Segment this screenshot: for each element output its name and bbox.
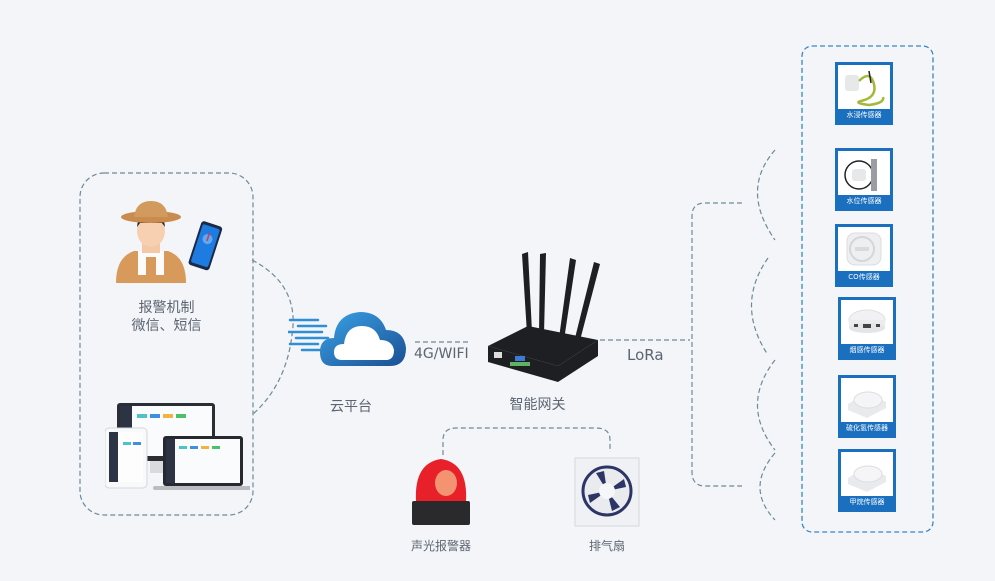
actuator-siren: 声光报警器 [400, 455, 490, 555]
cloud-arc [251, 259, 294, 416]
methane-sensor-icon [848, 465, 886, 492]
gateway-router-icon [488, 252, 600, 382]
actuator-line [442, 427, 611, 455]
cloud-icon [288, 312, 406, 366]
phone-icon [188, 221, 223, 271]
siren-icon [412, 459, 470, 525]
exhaust-fan-icon [574, 457, 640, 527]
sensor-card[interactable]: 烟感传感器 [838, 297, 896, 360]
sensor-label: 水位传感器 [838, 195, 890, 208]
sensor-label: 水浸传感器 [838, 109, 890, 122]
sensor-label: CO传感器 [838, 271, 890, 284]
farmer-icon [116, 201, 186, 283]
water-leak-sensor-icon [845, 70, 885, 107]
sensor-label: 硫化氢传感器 [841, 422, 893, 435]
smoke-sensor-icon [848, 309, 886, 333]
siren-label: 声光报警器 [410, 539, 471, 553]
sensor-bracket [691, 202, 742, 487]
h2s-sensor-icon [848, 391, 886, 418]
link-4g-wifi-label: 4G/WIFI [414, 346, 469, 362]
fan-label: 排气扇 [588, 539, 625, 553]
sensor-card[interactable]: 甲烷传感器 [838, 449, 896, 512]
sensor-card[interactable]: 硫化氢传感器 [838, 375, 896, 438]
monitoring-devices-icon [105, 403, 250, 490]
alert-channels: 微信、短信 [131, 318, 202, 334]
sensor-card[interactable]: 水浸传感器 [835, 62, 893, 125]
alert-group-border [79, 172, 254, 516]
sensor-label: 烟感传感器 [841, 344, 893, 357]
cloud-label: 云平台 [330, 399, 372, 415]
water-level-sensor-icon [844, 159, 877, 191]
co-sensor-icon [846, 232, 882, 266]
link-lora-label: LoRa [627, 346, 664, 364]
sensor-label: 甲烷传感器 [841, 496, 893, 509]
alert-group: 报警机制 微信、短信 [80, 173, 253, 515]
cloud-platform: 云平台 [288, 300, 418, 415]
alert-title: 报警机制 [138, 300, 195, 316]
gateway-label: 智能网关 [509, 397, 566, 413]
actuator-fan: 排气扇 [566, 455, 656, 555]
gateway: 智能网关 [470, 248, 605, 413]
sensor-card[interactable]: CO传感器 [835, 224, 893, 287]
sensor-card[interactable]: 水位传感器 [835, 148, 893, 211]
